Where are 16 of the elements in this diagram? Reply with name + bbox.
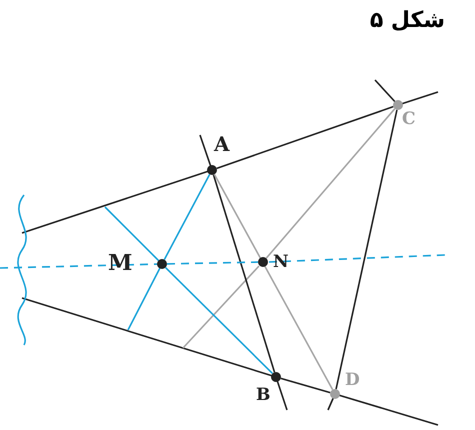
point-label: N <box>273 254 289 271</box>
line <box>335 110 398 390</box>
point-label: M <box>108 252 132 274</box>
point-label: B <box>256 387 270 404</box>
line <box>266 108 396 259</box>
line <box>216 106 394 170</box>
line <box>164 266 274 374</box>
line <box>280 378 330 394</box>
line <box>214 174 334 390</box>
point-label: C <box>402 111 416 128</box>
point-label: A <box>214 134 230 154</box>
line <box>166 261 258 265</box>
line <box>164 174 210 260</box>
figure-title: شکل ۵ <box>370 8 445 33</box>
line <box>212 174 276 372</box>
point-label: D <box>345 372 360 389</box>
